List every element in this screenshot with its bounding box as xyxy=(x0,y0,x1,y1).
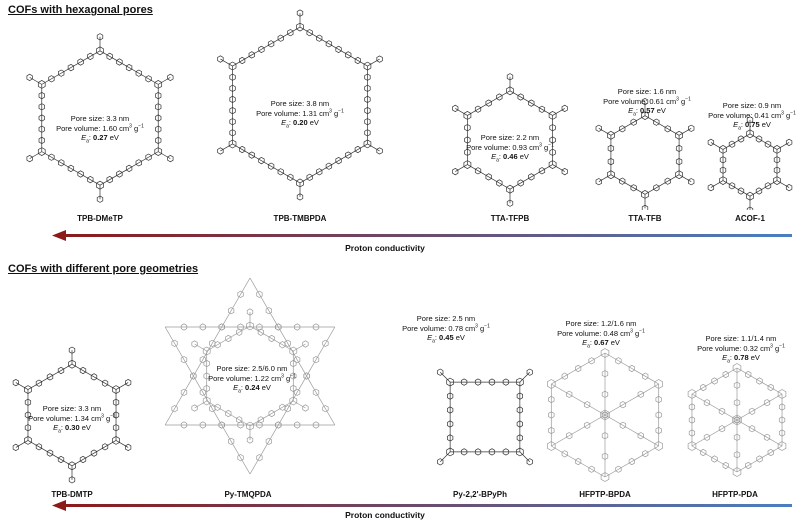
structure-tpb-dmtp xyxy=(12,346,132,484)
hex-framework xyxy=(452,73,568,207)
structure-tta-tfb xyxy=(595,97,695,210)
hex-framework xyxy=(217,9,383,201)
proton-conductivity-arrow-2 xyxy=(52,500,792,511)
dual-pore-framework xyxy=(687,363,787,477)
square-framework xyxy=(437,368,533,466)
structure-tpb-dmetp xyxy=(26,33,174,203)
props-hfptp-bpda: Pore size: 1.2/1.6 nm Pore volume: 0.48 … xyxy=(557,319,645,350)
proton-conductivity-arrow-1 xyxy=(52,230,792,241)
props-tta-tfb: Pore size: 1.6 nm Pore volume: 0.61 cm3 … xyxy=(603,87,691,118)
label-acof-1: ACOF-1 xyxy=(735,214,765,223)
section-title-pore-geometries: COFs with different pore geometries xyxy=(8,263,199,275)
structure-hfptp-bpda xyxy=(547,348,663,482)
structure-hfptp-pda xyxy=(687,363,787,477)
props-tpb-dmetp: Pore size: 3.3 nm Pore volume: 1.60 cm3 … xyxy=(56,114,144,145)
label-hfptp-pda: HFPTP-PDA xyxy=(712,490,758,499)
props-py-bpyph: Pore size: 2.5 nm Pore volume: 0.78 cm3 … xyxy=(402,314,490,345)
dual-pore-framework xyxy=(547,348,663,482)
label-tpb-tmbpda: TPB-TMBPDA xyxy=(273,214,327,223)
arrow-label-2: Proton conductivity xyxy=(345,510,425,520)
hex-framework xyxy=(707,116,793,210)
label-tpb-dmetp: TPB-DMeTP xyxy=(77,214,123,223)
label-tta-tfpb: TTA-TFPB xyxy=(490,214,530,223)
props-tpb-dmtp: Pore size: 3.3 nm Pore volume: 1.34 cm3 … xyxy=(28,404,116,435)
structure-tta-tfpb xyxy=(452,73,568,207)
label-hfptp-bpda: HFPTP-BPDA xyxy=(579,490,631,499)
label-tpb-dmtp: TPB-DMTP xyxy=(51,490,93,499)
props-acof-1: Pore size: 0.9 nm Pore volume: 0.41 cm3 … xyxy=(708,101,796,132)
hex-framework xyxy=(12,346,132,484)
label-py-bpyph: Py-2,2'-BPyPh xyxy=(453,490,507,499)
props-tta-tfpb: Pore size: 2.2 nm Pore volume: 0.93 cm3 … xyxy=(466,133,554,164)
kagome-framework xyxy=(164,277,336,475)
structure-py-bpyph xyxy=(437,368,533,466)
arrow-label-1: Proton conductivity xyxy=(345,243,425,253)
section-title-hexagonal: COFs with hexagonal pores xyxy=(8,4,153,16)
hex-framework xyxy=(595,97,695,210)
hex-framework xyxy=(26,33,174,203)
structure-tpb-tmbpda xyxy=(217,9,383,201)
props-py-tmqpda: Pore size: 2.5/6.0 nm Pore volume: 1.22 … xyxy=(208,364,296,395)
label-tta-tfb: TTA-TFB xyxy=(628,214,662,223)
label-py-tmqpda: Py-TMQPDA xyxy=(224,490,272,499)
props-tpb-tmbpda: Pore size: 3.8 nm Pore volume: 1.31 cm3 … xyxy=(256,99,344,130)
props-hfptp-pda: Pore size: 1.1/1.4 nm Pore volume: 0.32 … xyxy=(697,334,785,365)
structure-acof-1 xyxy=(707,116,793,210)
structure-py-tmqpda xyxy=(164,277,336,475)
